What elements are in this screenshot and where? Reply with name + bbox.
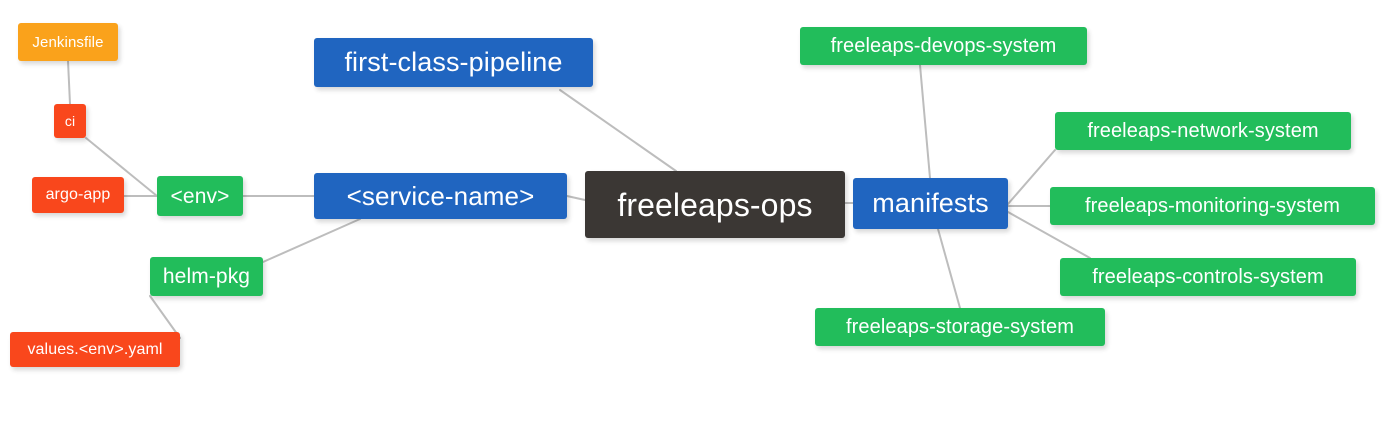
mindmap-node-service-name[interactable]: <service-name> [314, 173, 567, 219]
mindmap-node-values-yaml[interactable]: values.<env>.yaml [10, 332, 180, 367]
mindmap-node-freeleaps-storage-system[interactable]: freeleaps-storage-system [815, 308, 1105, 346]
mindmap-node-argo-app[interactable]: argo-app [32, 177, 124, 213]
mindmap-node-freeleaps-controls-system[interactable]: freeleaps-controls-system [1060, 258, 1356, 296]
edge-manifests-to-freeleaps-network-system [1007, 149, 1056, 205]
edge-jenkinsfile-to-ci [67, 60, 71, 105]
mindmap-node-ci[interactable]: ci [54, 104, 86, 138]
edge-service-name-to-freeleaps-ops [566, 195, 586, 201]
mindmap-node-freeleaps-monitoring-system[interactable]: freeleaps-monitoring-system [1050, 187, 1375, 225]
mindmap-node-freeleaps-ops[interactable]: freeleaps-ops [585, 171, 845, 238]
edge-manifests-to-freeleaps-devops-system [919, 64, 931, 179]
mindmap-node-freeleaps-network-system[interactable]: freeleaps-network-system [1055, 112, 1351, 150]
mindmap-node-jenkinsfile[interactable]: Jenkinsfile [18, 23, 118, 61]
mindmap-node-first-class-pipeline[interactable]: first-class-pipeline [314, 38, 593, 87]
mindmap-node-manifests[interactable]: manifests [853, 178, 1008, 229]
mindmap-node-env[interactable]: <env> [157, 176, 243, 216]
edge-helm-pkg-to-service-name [262, 218, 361, 263]
edge-first-class-pipeline-to-freeleaps-ops [559, 89, 677, 172]
mindmap-node-freeleaps-devops-system[interactable]: freeleaps-devops-system [800, 27, 1087, 65]
mindmap-node-helm-pkg[interactable]: helm-pkg [150, 257, 263, 296]
edge-manifests-to-freeleaps-storage-system [937, 228, 961, 309]
